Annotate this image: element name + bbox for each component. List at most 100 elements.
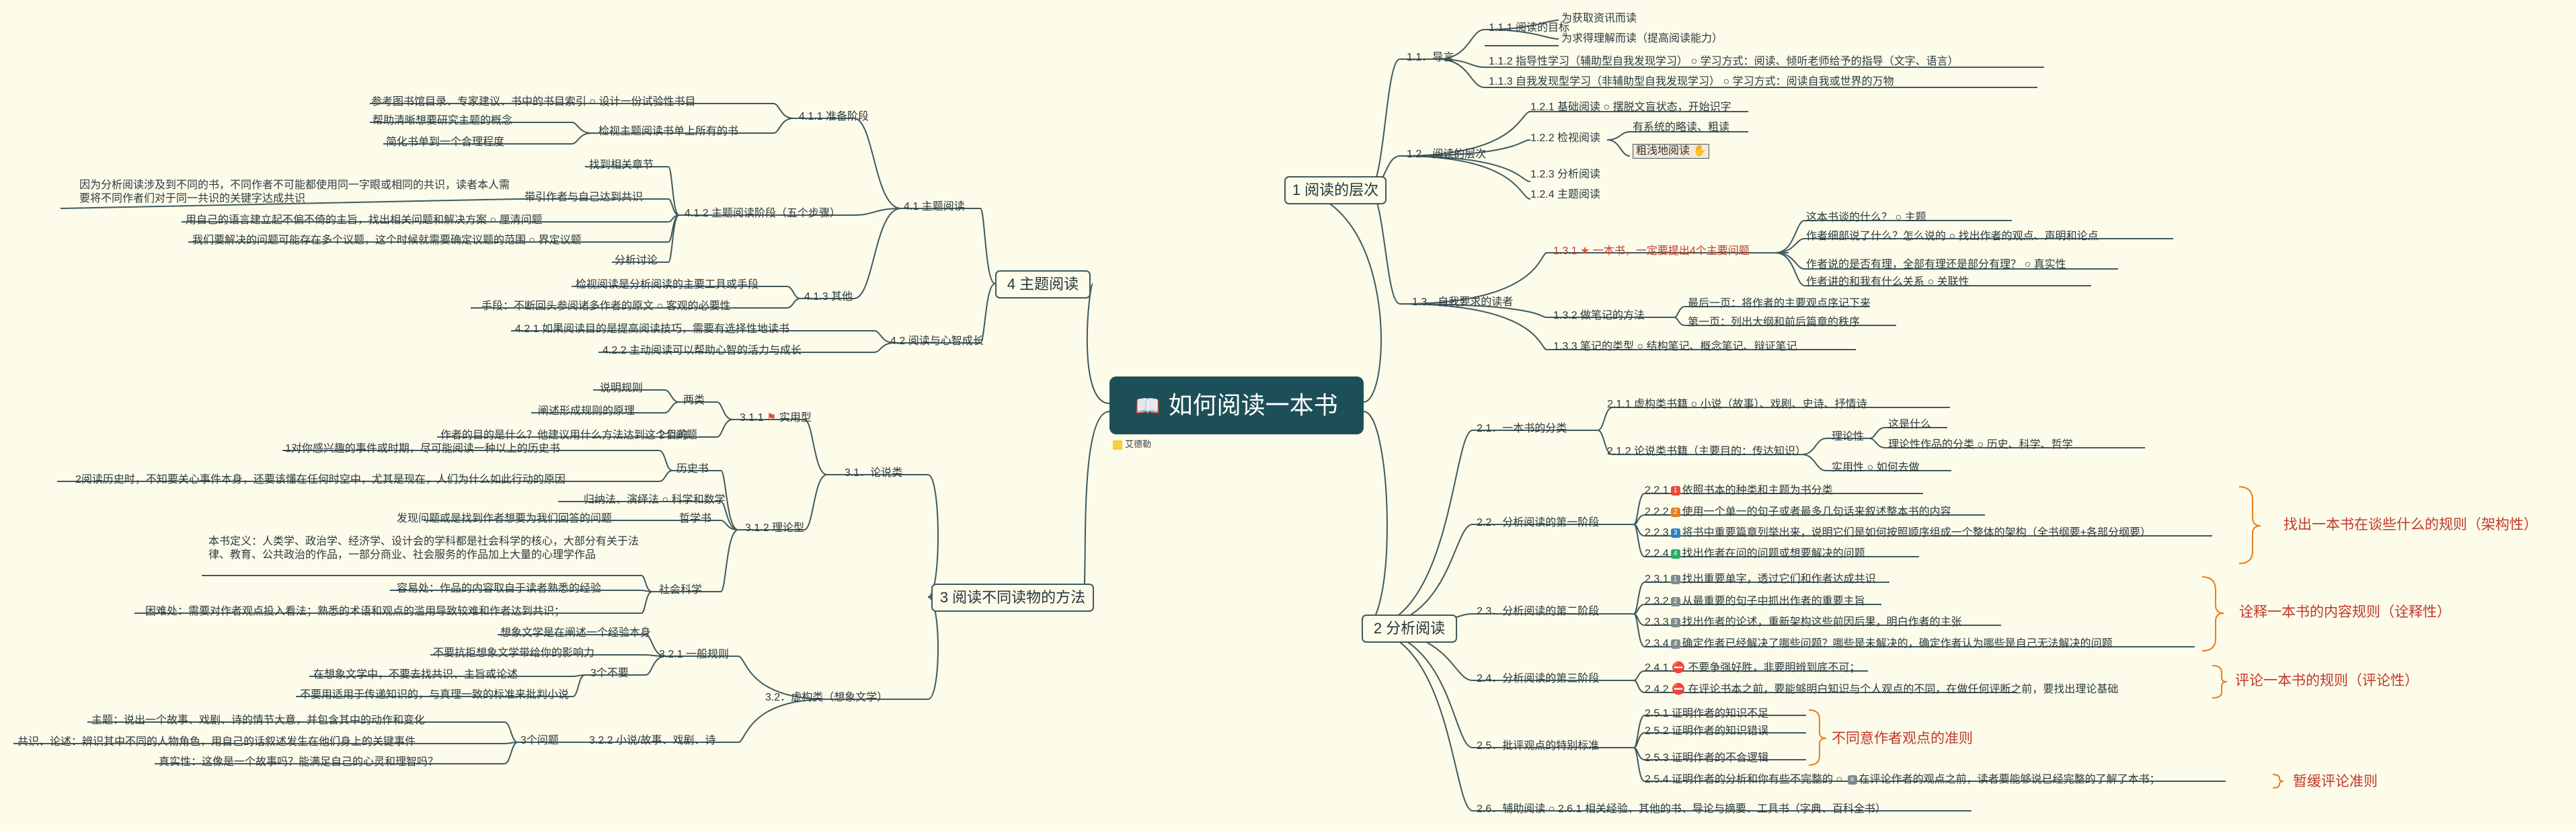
node-2-4[interactable]: 2.4．分析阅读的第三阶段 (1477, 673, 1600, 684)
node-2-6[interactable]: 2.6．辅助阅读 ○ 2.6.1 相关经验、其他的书、导论与摘要、工具书（字典、… (1477, 803, 1886, 815)
question-4[interactable]: 作者讲的和我有什么关系 ○ 关联性 (1806, 276, 1969, 288)
summary-interpretation-rules[interactable]: 诠释一本书的内容规则（诠释性） (2239, 604, 2451, 620)
node-social-science[interactable]: 社会科学 (659, 584, 703, 596)
node-social-def[interactable]: 本书定义：人类学、政治学、经济学、设计会的学科都是社会科学的核心，大部分有关于法… (208, 536, 639, 561)
node-1-2-2[interactable]: 1.2.2 检视阅读 (1530, 132, 1601, 144)
node-1-3-3[interactable]: 1.3.3 笔记的类型 ○ 结构笔记、概念笔记、辩证笔记 (1553, 341, 1797, 352)
node-find-chapters[interactable]: 找到相关章节 (589, 159, 654, 171)
node-2-1[interactable]: 2.1．一本书的分类 (1477, 423, 1567, 434)
node-three-donts[interactable]: 3个不要 (590, 668, 629, 679)
node-science-math[interactable]: 归纳法、演绎法 ○ 科学和数学 (584, 494, 726, 506)
branch-1-reading-levels[interactable]: 1 阅读的层次 (1284, 176, 1387, 204)
node-1-3-2[interactable]: 1.3.2 做笔记的方法 (1553, 310, 1645, 321)
node-theoretical[interactable]: 理论性 (1832, 431, 1865, 442)
node-consensus-q[interactable]: 共识、论述：辨识其中不同的人物角色，用自己的话叙述发生在他们身上的关键事件 (17, 736, 416, 748)
node-explain-rules[interactable]: 说明规则 (600, 383, 643, 394)
node-3-2-1[interactable]: 3.2.1 一般规则 (659, 649, 730, 660)
node-1-1[interactable]: 1.1．导言 (1407, 52, 1454, 63)
node-1-2-1[interactable]: 1.2.1 基础阅读 ○ 摆脱文盲状态，开始识字 (1530, 102, 1731, 113)
node-2-5-3[interactable]: 2.5.3 证明作者的不合逻辑 (1645, 752, 1769, 764)
node-explain-principles[interactable]: 阐述形成规则的原理 (538, 405, 635, 417)
summary-disagree-rules[interactable]: 不同意作者观点的准则 (1832, 731, 1973, 746)
summary-structure-rules[interactable]: 找出一本书在谈些什么的规则（架构性） (2284, 517, 2538, 532)
node-consensus-note[interactable]: 因为分析阅读涉及到不同的书，不同作者不可能都使用同一字眼或相同的共识，读者本人需… (79, 180, 510, 204)
summary-defer-judgment[interactable]: 暂缓评论准则 (2293, 774, 2378, 789)
node-clarify-concept[interactable]: 帮助清晰想要研究主题的概念 (373, 115, 513, 126)
node-social-hard[interactable]: 困难处：需要对作者观点投入看法；熟悉的术语和观点的滥用导致较难和作者达到共识； (145, 606, 565, 617)
node-history-2[interactable]: 2阅读历史时，不知要关心事件本身，还要该懂在任何时空中，尤其是现在，人们为什么如… (75, 474, 565, 485)
node-1-3-2-b[interactable]: 第一页：列出大纲和前后篇章的秩序 (1688, 317, 1861, 328)
node-theme-q[interactable]: 主题：说出一个故事、戏剧、诗的情节大意，并包含其中的动作和变化 (91, 715, 426, 726)
node-1-1-1-b[interactable]: 为求得理解而读（提高阅读能力） (1561, 33, 1723, 44)
node-inspect-tool[interactable]: 检视阅读是分析阅读的主要工具或手段 (576, 279, 759, 290)
summary-critique-rules[interactable]: 评论一本书的规则（评论性） (2235, 673, 2419, 688)
node-theoretical-what[interactable]: 这是什么 (1888, 419, 1932, 430)
node-no-resist[interactable]: 不要抗拒想象文学带给你的影响力 (433, 647, 595, 659)
node-1-3-1[interactable]: 1.3.1 ★ 一本书，一定要提出4个主要问题 (1553, 245, 1750, 257)
question-3[interactable]: 作者说的是否有理，全部有理还是部分有理？ ○ 真实性 (1806, 259, 2066, 270)
node-dont-1[interactable]: 在想象文学中，不要去找共识、主旨或论述 (313, 669, 518, 680)
node-2-1-2[interactable]: 2.1.2 论说类书籍（主要目的：传达知识） (1607, 446, 1807, 457)
node-2-2[interactable]: 2.2．分析阅读的第一阶段 (1477, 517, 1600, 528)
node-3-2-2[interactable]: 3.2.2 小说/故事、戏剧、诗 (589, 735, 716, 746)
node-3-2[interactable]: 3.2．虚构类（想象文学） (765, 692, 888, 703)
node-3-1-2[interactable]: 3.1.2 理论型 (745, 522, 805, 534)
node-4-2[interactable]: 4.2 阅读与心智成长 (890, 335, 984, 347)
node-practical-question[interactable]: 作者的目的是什么？他建议用什么方法达到这个目的 (440, 430, 689, 441)
node-dont-2[interactable]: 不要用适用于传递知识的，与真理一致的标准来批判小说 (300, 689, 570, 701)
node-2-3[interactable]: 2.3．分析阅读的第二阶段 (1477, 606, 1600, 617)
node-1-3[interactable]: 1.3．自我要求的读者 (1412, 296, 1514, 308)
node-4-2-2[interactable]: 4.2.2 主动阅读可以帮助心智的活力与成长 (602, 345, 802, 356)
node-3-1[interactable]: 3.1．论说类 (845, 467, 903, 479)
node-4-1-2[interactable]: 4.1.2 主题阅读阶段（五个步骤） (685, 208, 841, 219)
node-2-5-1[interactable]: 2.5.1 证明作者的知识不足 (1645, 708, 1769, 719)
node-1-2-2-b[interactable]: 粗浅地阅读 ✋ (1633, 144, 1710, 159)
node-objectivity[interactable]: 手段：不断回头参阅诸多作者的原文 ○ 客观的必要性 (481, 301, 731, 312)
question-1[interactable]: 这本书谈的什么？ ○ 主题 (1806, 212, 1926, 223)
node-1-2[interactable]: 1.2．阅读的层次 (1407, 149, 1487, 160)
node-analyze-discussion[interactable]: 分析讨论 (615, 255, 658, 266)
node-practical[interactable]: 实用性 ○ 如何去做 (1832, 462, 1920, 473)
node-4-1-1[interactable]: 4.1.1 准备阶段 (799, 111, 869, 122)
node-1-1-2[interactable]: 1.1.2 指导性学习（辅助型自我发现学习） ○ 学习方式：阅读、倾听老师给予的… (1489, 56, 1959, 67)
branch-2-analytical-reading[interactable]: 2 分析阅读 (1362, 615, 1457, 643)
node-4-1[interactable]: 4.1 主题阅读 (904, 201, 965, 212)
node-history-1[interactable]: 1对你感兴趣的事件或时期，尽可能阅读一种以上的历史书 (285, 443, 560, 454)
node-philosophy[interactable]: 哲学书 (679, 513, 712, 524)
node-clarify-questions[interactable]: 用自己的语言建立起不偏不倚的主旨，找出相关问题和解决方案 ○ 厘清问题 (186, 214, 543, 226)
node-1-3-2-a[interactable]: 最后一页：将作者的主要观点序记下来 (1688, 298, 1871, 309)
node-4-2-1[interactable]: 4.2.1 如果阅读目的是提高阅读技巧，需要有选择性地读书 (515, 323, 790, 335)
branch-4-syntopical-reading[interactable]: 4 主题阅读 (995, 270, 1091, 299)
node-3-1-1-two-questions[interactable]: 2个问题 (659, 430, 697, 441)
node-1-1-1-a[interactable]: 为获取资讯而读 (1561, 13, 1637, 24)
node-define-issues[interactable]: 我们要解决的问题可能存在多个议题，这个时候就需要确定议题的范围 ○ 界定议题 (192, 235, 582, 246)
node-1-2-3[interactable]: 1.2.3 分析阅读 (1530, 169, 1601, 180)
node-imagination-exp[interactable]: 想象文学是在阐述一个经验本身 (500, 627, 652, 639)
node-theoretical-categories[interactable]: 理论性作品的分类 ○ 历史、科学、哲学 (1888, 439, 2073, 450)
node-2-4-1[interactable]: 2.4.1 ⛔ 不要争强好胜，非要明辨到底不可； (1645, 662, 1861, 674)
node-trial-bibliography[interactable]: 参考图书馆目录、专家建议、书中的书目索引 ○ 设计一份试验性书目 (371, 96, 696, 108)
question-2[interactable]: 作者细部说了什么？怎么说的 ○ 找出作者的观点、声明和论点 (1806, 231, 2099, 242)
node-consensus[interactable]: 带引作者与自己达到共识 (524, 192, 643, 203)
node-1-1-1[interactable]: 1.1.1 阅读的目标 (1489, 22, 1570, 34)
node-2-5[interactable]: 2.5．批评观点的特别标准 (1477, 740, 1600, 752)
node-social-easy[interactable]: 容易处：作品的内容取自于读者熟悉的经验 (397, 583, 602, 594)
node-2-4-2[interactable]: 2.4.2 ⛔ 在评论书本之前，要能够明白知识与个人观点的不同，在做任何评断之前… (1645, 684, 2119, 695)
node-history-books[interactable]: 历史书 (676, 463, 709, 475)
node-2-5-4[interactable]: 2.5.4 证明作者的分析和你有些不完整的 ○ ≡在评论作者的观点之前，读者要能… (1645, 774, 2160, 785)
node-truth-q[interactable]: 真实性：这像是一个故事吗？能满足自己的心灵和理智吗？ (159, 756, 439, 768)
node-1-2-4[interactable]: 1.2.4 主题阅读 (1530, 189, 1601, 200)
node-2-5-2[interactable]: 2.5.2 证明作者的知识错误 (1645, 725, 1769, 737)
node-2-1-1[interactable]: 2.1.1 虚构类书籍 ○ 小说（故事）、戏剧、史诗、抒情诗 (1607, 399, 1867, 410)
node-1-1-3[interactable]: 1.1.3 自我发现型学习（非辅助型自我发现学习） ○ 学习方式：阅读自我或世界… (1489, 76, 1894, 87)
node-1-2-2-a[interactable]: 有系统的略读、粗读 (1633, 122, 1730, 133)
node-3-1-1-two-types[interactable]: 两类 (683, 395, 705, 406)
